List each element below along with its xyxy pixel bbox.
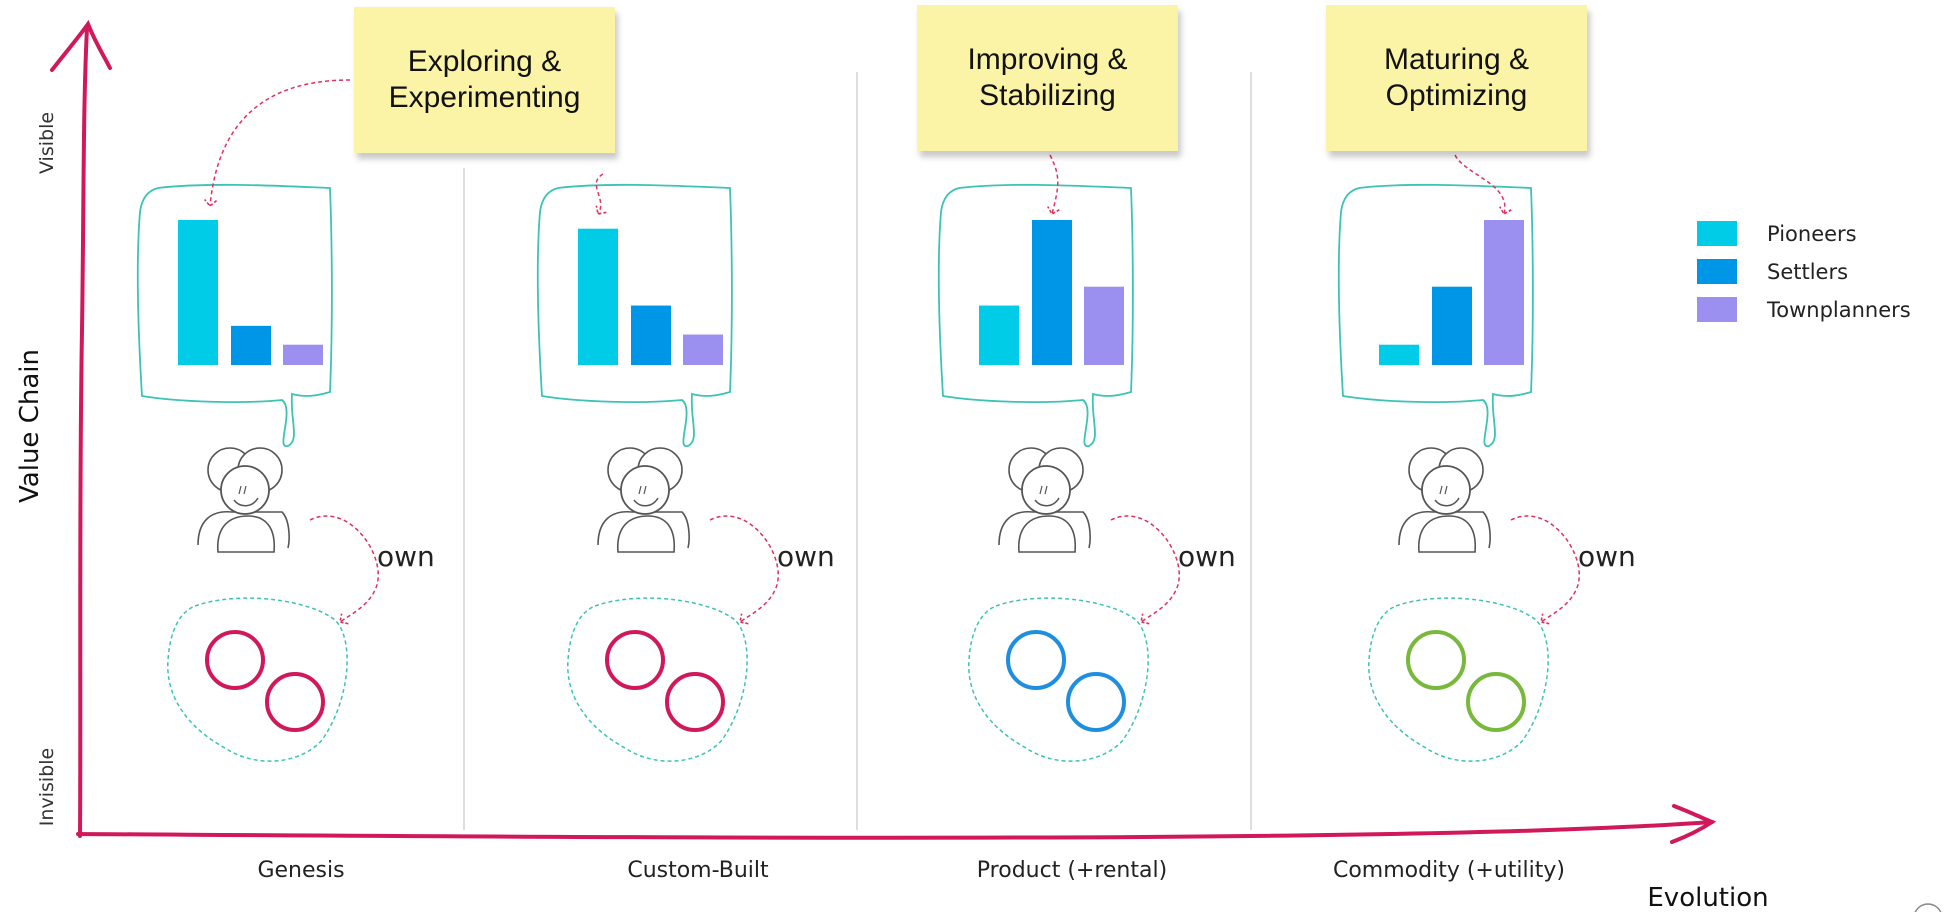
speech-bubble [536,183,733,447]
dashed-arrow [596,173,603,214]
legend-swatch [1697,221,1737,246]
y-axis-arrowhead [50,19,112,72]
team-icon [998,447,1091,553]
speech-bubble [136,183,333,447]
bar-townplanners [683,334,723,365]
speech-bubble [937,183,1134,447]
component-circle [605,630,665,690]
bar-townplanners [1084,286,1124,365]
bar-settlers [231,325,271,365]
x-axis-line [76,820,1714,840]
component-circle [1466,672,1526,732]
own-label: own [777,540,835,573]
component-circle [1066,672,1126,732]
team-icon [597,447,690,553]
bar-pioneers [578,228,618,365]
stage-label: Custom-Built [627,858,769,883]
legend-swatch [1697,259,1737,284]
component-circle [1006,630,1066,690]
own-label: own [1178,540,1236,573]
stage-label: Genesis [257,858,344,883]
component-circle [265,672,325,732]
legend-label: Pioneers [1767,222,1857,246]
dashed-arrow [210,79,351,206]
x-axis-title: Evolution [1647,883,1768,912]
sticky-note-exploring: Exploring & Experimenting [354,7,615,153]
own-arrow [1510,515,1580,622]
component-circle [665,672,725,732]
own-label: own [1578,540,1636,573]
sticky-note-improving: Improving & Stabilizing [917,5,1178,151]
speech-bubble [1337,183,1534,447]
team-icon [197,447,290,553]
y-axis-top-label: Visible [36,112,58,174]
bar-settlers [1432,286,1472,365]
own-arrow [1110,515,1180,622]
own-arrow [309,515,379,622]
own-arrow [709,515,779,622]
y-axis-title: Value Chain [15,349,45,503]
bar-townplanners [283,344,323,365]
bar-settlers [631,305,671,365]
own-label: own [377,540,435,573]
bar-pioneers [178,220,218,365]
y-axis-line [78,26,89,838]
component-circle [1406,630,1466,690]
legend-swatch [1697,297,1737,322]
x-axis-arrowhead [1670,804,1717,844]
sticky-note-maturing: Maturing & Optimizing [1326,5,1587,151]
bar-pioneers [979,305,1019,365]
copyright-mark [1913,903,1943,916]
legend-label: Settlers [1767,260,1848,284]
y-axis-bottom-label: Invisible [36,748,58,826]
stage-label: Commodity (+utility) [1333,858,1565,883]
bar-settlers [1032,220,1072,365]
bar-townplanners [1484,220,1524,365]
stage-label: Product (+rental) [977,858,1167,883]
component-circle [205,630,265,690]
team-icon [1398,447,1491,553]
legend-label: Townplanners [1766,298,1911,322]
bar-pioneers [1379,344,1419,365]
dashed-arrow [1454,154,1505,214]
